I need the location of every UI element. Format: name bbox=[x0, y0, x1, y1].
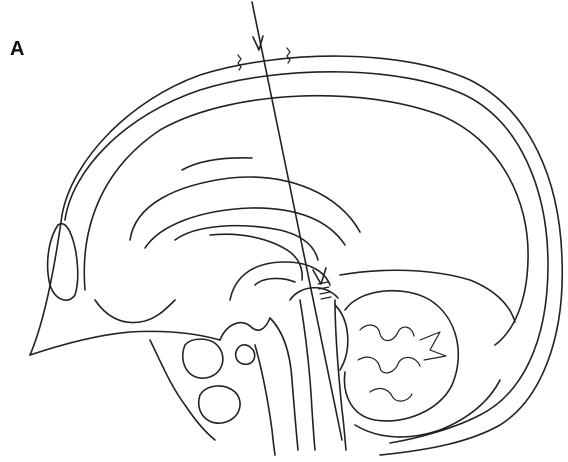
trephine-mark-right bbox=[287, 48, 290, 63]
tentorium bbox=[340, 270, 515, 322]
panel-label: A bbox=[10, 38, 24, 61]
skull-inner-contour bbox=[65, 72, 548, 443]
fornix bbox=[210, 234, 302, 280]
cerebellum-folia-3 bbox=[370, 389, 412, 402]
sphenoid-sinus bbox=[183, 339, 223, 378]
lateral-ventricle-lower bbox=[175, 226, 318, 260]
skull-base-orbit bbox=[95, 300, 175, 323]
needle-trajectory bbox=[252, 2, 342, 440]
clivus bbox=[270, 318, 298, 450]
third-ventricle bbox=[255, 278, 295, 285]
pharynx-wall bbox=[255, 345, 275, 455]
skull-base-anterior bbox=[30, 331, 220, 355]
midbrain-top bbox=[290, 288, 338, 300]
cerebellum-folia-1 bbox=[360, 325, 414, 341]
brainstem-anterior bbox=[300, 300, 315, 450]
needle-target-arrowhead bbox=[313, 268, 326, 284]
thalamus bbox=[230, 262, 330, 300]
skull-outer-contour bbox=[30, 56, 562, 455]
pituitary bbox=[236, 345, 255, 364]
cingulate-gyrus bbox=[182, 158, 252, 170]
lateral-ventricle-upper bbox=[145, 208, 345, 248]
sella-turcica bbox=[220, 318, 270, 340]
frontal-sinus bbox=[48, 224, 78, 301]
brain-outer-contour bbox=[84, 96, 528, 345]
nasopharynx-upper bbox=[199, 386, 240, 423]
fourth-ventricle bbox=[420, 332, 446, 360]
cerebellum-folia-2 bbox=[358, 357, 420, 373]
trephine-mark-left bbox=[238, 55, 241, 70]
